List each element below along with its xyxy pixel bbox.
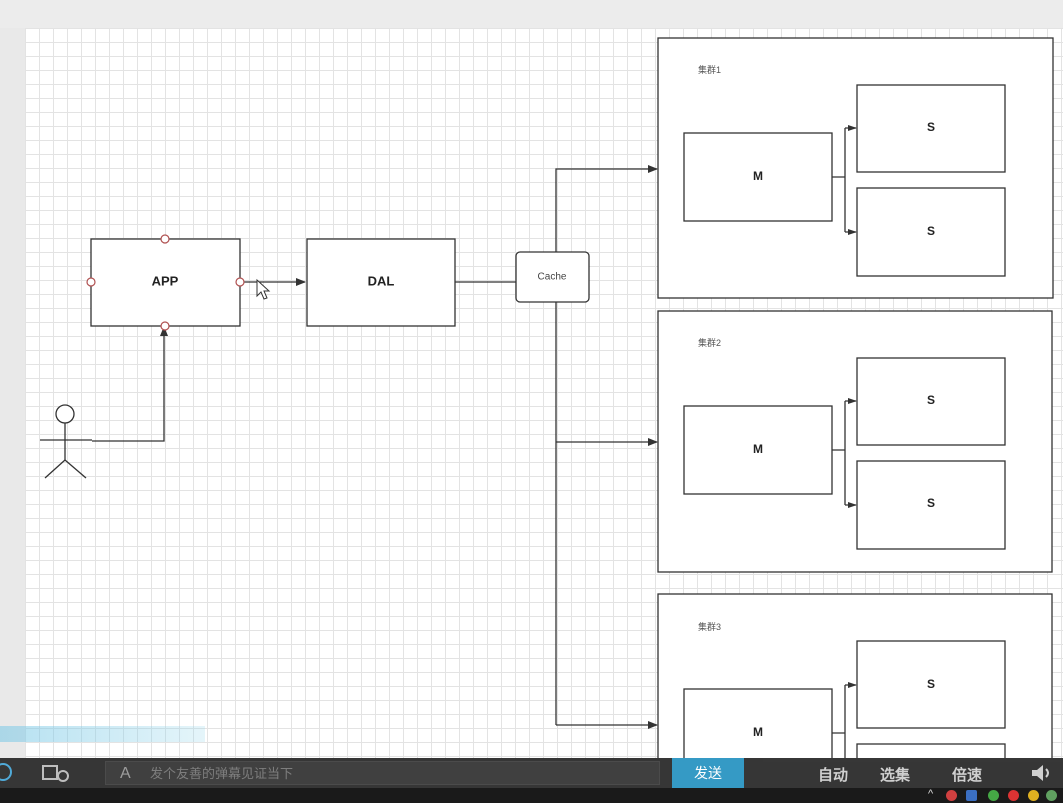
cache-node[interactable]: Cache — [515, 251, 590, 303]
cluster-1-replication-edge — [832, 127, 856, 233]
tray-app-icon-3[interactable] — [1028, 790, 1039, 801]
mouse-cursor-icon — [256, 278, 271, 300]
tray-app-icon-1[interactable] — [946, 790, 957, 801]
cluster-2-master[interactable] — [683, 405, 833, 495]
right-handle[interactable] — [235, 277, 245, 287]
edge-user-app — [92, 326, 168, 442]
cluster-1-slave-1[interactable] — [856, 84, 1006, 173]
cluster-2[interactable]: 集群2 M S S — [657, 310, 1053, 573]
cluster-3-label: 集群3 — [698, 621, 721, 632]
speed-button[interactable]: 倍速 — [952, 767, 983, 784]
app-node[interactable]: APP — [86, 234, 245, 331]
cluster-1-slave-2-label: S — [927, 224, 935, 238]
text-style-icon[interactable]: A — [120, 765, 131, 782]
top-band — [0, 0, 1063, 28]
dal-label: DAL — [368, 273, 395, 288]
player-control-bar: A 发个友善的弹幕见证当下 发送 自动 选集 倍速 — [0, 758, 1063, 788]
cluster-2-slave-1-label: S — [927, 393, 935, 407]
top-handle[interactable] — [160, 234, 170, 244]
send-button[interactable]: 发送 — [672, 758, 744, 788]
dal-node[interactable]: DAL — [306, 238, 456, 327]
cluster-1-label: 集群1 — [698, 64, 721, 75]
cluster-3-master[interactable] — [683, 688, 833, 758]
tray-app-icon-2[interactable] — [966, 790, 977, 801]
cluster-1-slave-2[interactable] — [856, 187, 1006, 277]
tray-wechat-icon[interactable] — [988, 790, 999, 801]
cluster-1-master[interactable] — [683, 132, 833, 222]
edge-cache-cluster1 — [555, 165, 658, 252]
screen-glare — [0, 726, 205, 742]
tray-weibo-icon[interactable] — [1008, 790, 1019, 801]
diagram-svg: APP DAL Cache 集群1 M S S 集群2 M S S — [40, 37, 1054, 758]
danmaku-input[interactable]: A 发个友善的弹幕见证当下 — [105, 761, 660, 785]
cache-label: Cache — [538, 272, 567, 283]
danmaku-input-placeholder: 发个友善的弹幕见证当下 — [150, 766, 294, 781]
episode-select-button[interactable]: 选集 — [880, 767, 911, 784]
cluster-2-replication-edge — [832, 400, 856, 506]
cluster-3[interactable]: 集群3 M S S — [657, 593, 1053, 758]
cluster-3-slave-2[interactable] — [856, 743, 1006, 758]
cluster-1[interactable]: 集群1 M S S — [657, 37, 1054, 299]
system-taskbar: ^ — [0, 788, 1063, 803]
cluster-3-slave-1-label: S — [927, 677, 935, 691]
cluster-2-slave-1[interactable] — [856, 357, 1006, 446]
cluster-2-slave-2[interactable] — [856, 460, 1006, 550]
auto-quality-button[interactable]: 自动 — [818, 767, 849, 784]
diagram-canvas[interactable]: APP DAL Cache 集群1 M S S 集群2 M S S — [25, 28, 1063, 758]
bottom-handle[interactable] — [160, 321, 170, 331]
cluster-3-master-label: M — [753, 725, 763, 739]
left-handle[interactable] — [86, 277, 96, 287]
tray-app-icon-4[interactable] — [1046, 790, 1057, 801]
cluster-2-slave-2-label: S — [927, 496, 935, 510]
app-label: APP — [152, 273, 179, 288]
cluster-3-slave-1[interactable] — [856, 640, 1006, 729]
cluster-2-master-label: M — [753, 442, 763, 456]
tray-expand-icon[interactable]: ^ — [928, 788, 934, 800]
cluster-1-slave-1-label: S — [927, 120, 935, 134]
cluster-2-label: 集群2 — [698, 337, 721, 348]
user-actor-icon — [40, 404, 92, 479]
cluster-1-master-label: M — [753, 169, 763, 183]
